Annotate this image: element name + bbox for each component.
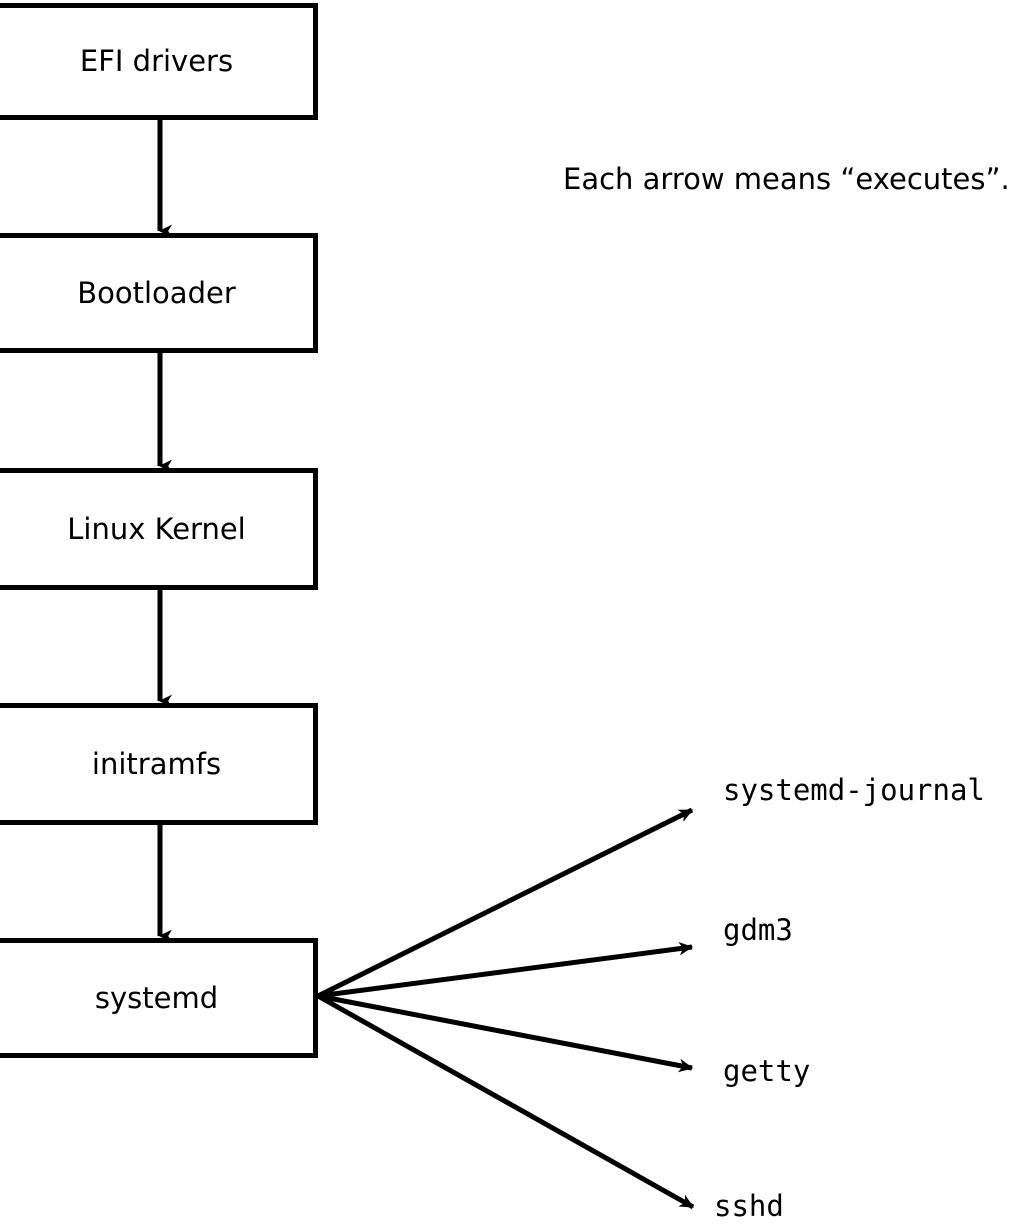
node-linux-kernel[interactable]: Linux Kernel — [0, 468, 318, 590]
node-efi-drivers[interactable]: EFI drivers — [0, 3, 318, 120]
node-label-systemd: systemd — [94, 980, 219, 1015]
leaf-label-systemd-journal: systemd-journal — [723, 773, 985, 807]
leaf-label-gdm3: gdm3 — [723, 913, 793, 947]
arrow-systemd-to-sshd — [316, 993, 695, 1210]
node-initramfs[interactable]: initramfs — [0, 703, 318, 825]
arrow-systemd-to-getty — [317, 993, 694, 1073]
leaf-label-sshd: sshd — [714, 1189, 784, 1223]
arrow-systemd-to-gdm3 — [317, 941, 694, 999]
leaf-label-getty: getty — [723, 1054, 811, 1088]
node-label-initramfs: initramfs — [91, 746, 222, 781]
arrow-systemd-to-systemd-journal — [316, 807, 694, 999]
node-bootloader[interactable]: Bootloader — [0, 233, 318, 353]
node-label-bootloader: Bootloader — [77, 275, 236, 310]
node-label-linux-kernel: Linux Kernel — [67, 511, 246, 546]
fanout-arrow-group — [316, 807, 695, 1210]
node-label-efi-drivers: EFI drivers — [79, 44, 234, 78]
legend-note: Each arrow means “executes”. — [563, 162, 1010, 196]
node-systemd[interactable]: systemd — [0, 938, 318, 1058]
